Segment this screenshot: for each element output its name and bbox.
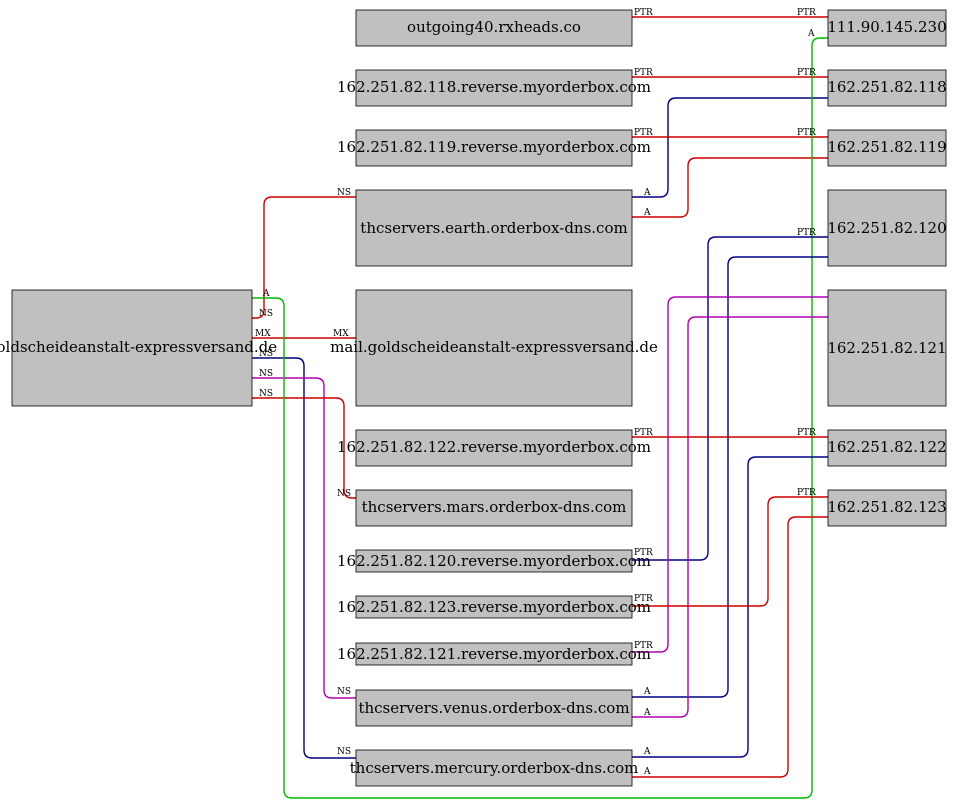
node-mail-goldscheideanstalt[interactable]: mail.goldscheideanstalt-expressversand.d…: [330, 289, 658, 407]
edge-root-mars: [252, 397, 356, 499]
node-thcservers-mars[interactable]: thcservers.mars.orderbox-dns.com: [355, 489, 633, 527]
node-label: 162.251.82.118: [827, 78, 946, 96]
edge-label: A: [643, 767, 651, 777]
node-reverse-122[interactable]: 162.251.82.122.reverse.myorderbox.com: [337, 429, 651, 467]
edge-root-venus: [252, 377, 356, 699]
edge-rev120-ip120: [632, 236, 828, 561]
edge-label: PTR: [634, 428, 653, 438]
node-label: thcservers.mars.orderbox-dns.com: [362, 498, 627, 516]
edge-label: MX: [255, 329, 271, 339]
edge-label: A: [643, 208, 651, 218]
edge-label: A: [643, 747, 651, 757]
node-ip-162-251-82-120[interactable]: 162.251.82.120: [827, 189, 947, 267]
edges-layer: [252, 16, 828, 799]
node-reverse-120[interactable]: 162.251.82.120.reverse.myorderbox.com: [337, 549, 651, 573]
nodes-layer: goldscheideanstalt-expressversand.de out…: [0, 9, 947, 787]
node-label: mail.goldscheideanstalt-expressversand.d…: [330, 338, 658, 356]
edge-label: A: [262, 289, 270, 299]
edge-venus-ip121: [632, 316, 828, 718]
edge-mercury-ip123: [632, 516, 828, 778]
edge-earth-ip119: [632, 157, 828, 218]
node-label: thcservers.mercury.orderbox-dns.com: [350, 759, 639, 777]
node-ip-111-90-145-230[interactable]: 111.90.145.230: [827, 9, 947, 47]
edge-label: PTR: [634, 548, 653, 558]
node-ip-162-251-82-121[interactable]: 162.251.82.121: [827, 289, 947, 407]
edge-label: NS: [337, 687, 351, 697]
node-thcservers-venus[interactable]: thcservers.venus.orderbox-dns.com: [355, 689, 633, 727]
edge-label: PTR: [634, 594, 653, 604]
node-label: 111.90.145.230: [827, 18, 946, 36]
node-ip-162-251-82-118[interactable]: 162.251.82.118: [827, 69, 947, 107]
edge-label: NS: [259, 349, 273, 359]
node-label: goldscheideanstalt-expressversand.de: [0, 338, 277, 356]
edge-label: PTR: [634, 8, 653, 18]
edge-label: PTR: [797, 8, 816, 18]
node-outgoing40-rxheads[interactable]: outgoing40.rxheads.co: [355, 9, 633, 47]
node-ip-162-251-82-123[interactable]: 162.251.82.123: [827, 489, 947, 527]
node-thcservers-earth[interactable]: thcservers.earth.orderbox-dns.com: [355, 189, 633, 267]
edge-label: A: [643, 687, 651, 697]
edge-labels-layer: PTR PTR PTR PTR PTR PTR A A NS A A NS MX…: [255, 8, 816, 777]
node-reverse-119[interactable]: 162.251.82.119.reverse.myorderbox.com: [337, 129, 651, 167]
node-label: 162.251.82.123.reverse.myorderbox.com: [337, 598, 651, 616]
node-reverse-121[interactable]: 162.251.82.121.reverse.myorderbox.com: [337, 642, 651, 666]
node-label: 162.251.82.122: [827, 438, 946, 456]
edge-mercury-ip122: [632, 456, 828, 758]
node-label: 162.251.82.120.reverse.myorderbox.com: [337, 552, 651, 570]
node-reverse-118[interactable]: 162.251.82.118.reverse.myorderbox.com: [337, 69, 651, 107]
node-thcservers-mercury[interactable]: thcservers.mercury.orderbox-dns.com: [350, 749, 639, 787]
edge-label: NS: [259, 389, 273, 399]
edge-root-mercury: [252, 357, 356, 759]
edge-label: MX: [333, 329, 349, 339]
node-reverse-123[interactable]: 162.251.82.123.reverse.myorderbox.com: [337, 595, 651, 619]
node-label: 162.251.82.119: [827, 138, 946, 156]
node-label: 162.251.82.121.reverse.myorderbox.com: [337, 645, 651, 663]
edge-label: PTR: [797, 428, 816, 438]
node-label: thcservers.earth.orderbox-dns.com: [360, 219, 627, 237]
edge-label: PTR: [634, 128, 653, 138]
edge-label: A: [643, 708, 651, 718]
node-ip-162-251-82-122[interactable]: 162.251.82.122: [827, 429, 947, 467]
edge-rev123-ip123: [632, 496, 828, 607]
edge-rev121-ip121: [632, 296, 828, 653]
node-label: outgoing40.rxheads.co: [407, 18, 581, 36]
edge-label: PTR: [797, 488, 816, 498]
edge-label: PTR: [797, 68, 816, 78]
node-ip-162-251-82-119[interactable]: 162.251.82.119: [827, 129, 947, 167]
node-goldscheideanstalt-expressversand[interactable]: goldscheideanstalt-expressversand.de: [0, 289, 277, 407]
node-label: 162.251.82.121: [827, 339, 946, 357]
edge-label: A: [643, 188, 651, 198]
node-label: 162.251.82.123: [827, 498, 946, 516]
edge-root-ip230: [252, 37, 828, 799]
edge-label: NS: [337, 747, 351, 757]
edge-root-earth: [252, 196, 356, 319]
edge-label: NS: [259, 309, 273, 319]
edge-venus-ip120: [632, 256, 828, 698]
edge-label: NS: [337, 489, 351, 499]
node-label: 162.251.82.119.reverse.myorderbox.com: [337, 138, 651, 156]
edge-earth-ip118: [632, 97, 828, 198]
edge-label: NS: [259, 369, 273, 379]
edge-label: A: [807, 29, 815, 39]
edge-label: PTR: [634, 68, 653, 78]
edge-label: PTR: [797, 128, 816, 138]
node-label: 162.251.82.118.reverse.myorderbox.com: [337, 78, 651, 96]
edge-label: NS: [337, 188, 351, 198]
node-label: 162.251.82.120: [827, 219, 946, 237]
edge-label: PTR: [634, 641, 653, 651]
node-label: thcservers.venus.orderbox-dns.com: [358, 699, 629, 717]
edge-label: PTR: [797, 228, 816, 238]
node-label: 162.251.82.122.reverse.myorderbox.com: [337, 438, 651, 456]
